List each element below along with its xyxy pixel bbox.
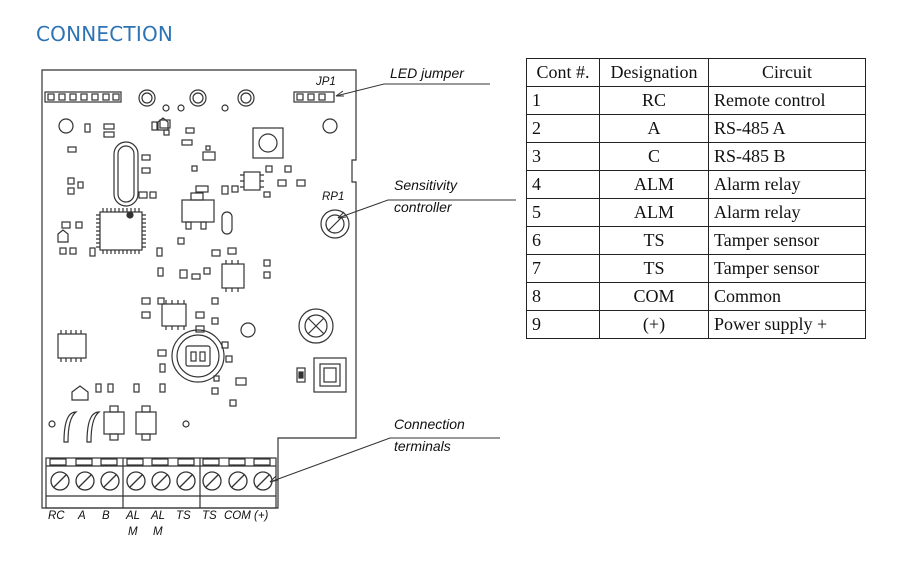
cell-circuit: Alarm relay: [708, 198, 866, 227]
cell-number: 2: [526, 114, 600, 143]
terminal-label: COM: [224, 510, 251, 522]
terminal-label: TS: [176, 510, 191, 522]
callout-led-jumper: LED jumper: [390, 65, 464, 81]
mcu-chip: [96, 208, 146, 254]
cell-designation: C: [599, 142, 709, 171]
terminal-sub-label: M: [153, 526, 163, 538]
cell-circuit: Power supply +: [708, 310, 866, 339]
ic-small: [240, 171, 264, 191]
terminal-label: AL: [125, 510, 140, 522]
cell-designation: ALM: [599, 170, 709, 199]
ic-left: [57, 330, 87, 362]
callout-connection-line2: terminals: [394, 438, 451, 454]
cell-designation: A: [599, 114, 709, 143]
callout-sensitivity-line1: Sensitivity: [394, 177, 458, 193]
square-button: [252, 127, 284, 159]
leader-led-jumper: [335, 83, 490, 97]
regulator: [181, 199, 215, 223]
leds: [138, 89, 255, 112]
transistor: [157, 117, 169, 131]
mount-hole: [240, 322, 256, 338]
cell-number: 4: [526, 170, 600, 199]
cell-designation: COM: [599, 282, 709, 311]
crystal: [113, 141, 139, 207]
cell-circuit: Tamper sensor: [708, 226, 866, 255]
reed-components: [63, 405, 157, 443]
table-row: 9(+)Power supply +: [526, 310, 866, 339]
pin-header-left: [44, 91, 122, 103]
rp1-potentiometer: [320, 209, 350, 239]
cell-number: 5: [526, 198, 600, 227]
jp1-jumper: [293, 91, 335, 103]
callout-connection-line1: Connection: [394, 416, 465, 432]
table-header-row: Cont #. Designation Circuit: [526, 58, 866, 87]
transistor: [71, 385, 89, 401]
cell-designation: TS: [599, 226, 709, 255]
buzzer: [171, 329, 225, 383]
mount-hole: [182, 420, 190, 428]
jp1-label: JP1: [315, 76, 336, 88]
cell-number: 8: [526, 282, 600, 311]
terminal-label: A: [77, 510, 86, 522]
terminal-label: B: [102, 510, 110, 522]
cell-designation: RC: [599, 86, 709, 115]
terminal-label: TS: [202, 510, 217, 522]
cell-number: 9: [526, 310, 600, 339]
page-title: CONNECTION: [36, 22, 174, 46]
cell-circuit: Remote control: [708, 86, 866, 115]
callout-sensitivity-line2: controller: [394, 199, 452, 215]
transistor: [57, 229, 69, 243]
terminal-label: (+): [254, 510, 269, 522]
mount-hole: [58, 118, 74, 134]
terminal-block: [45, 457, 277, 509]
cell-circuit: Alarm relay: [708, 170, 866, 199]
cell-number: 6: [526, 226, 600, 255]
ic-lower: [161, 300, 187, 330]
cell-circuit: RS-485 A: [708, 114, 866, 143]
cell-designation: TS: [599, 254, 709, 283]
ic-mid: [221, 260, 245, 292]
tamper-switch: [296, 357, 347, 393]
cell-circuit: Tamper sensor: [708, 254, 866, 283]
column-header: Cont #.: [526, 58, 600, 87]
column-header: Designation: [599, 58, 709, 87]
leader-sensitivity: [337, 199, 516, 219]
cell-circuit: RS-485 B: [708, 142, 866, 171]
terminal-label: AL: [150, 510, 165, 522]
cell-circuit: Common: [708, 282, 866, 311]
rp1-label: RP1: [322, 191, 344, 203]
cell-number: 3: [526, 142, 600, 171]
cell-number: 1: [526, 86, 600, 115]
column-header: Circuit: [708, 58, 866, 87]
mount-hole: [322, 118, 338, 134]
leader-connection: [269, 437, 500, 483]
smd-components: [59, 119, 306, 407]
x-element: [298, 308, 334, 344]
terminal-screws: [50, 471, 273, 491]
cell-designation: ALM: [599, 198, 709, 227]
cell-number: 7: [526, 254, 600, 283]
mount-hole: [48, 420, 56, 428]
cell-designation: (+): [599, 310, 709, 339]
terminal-sub-label: M: [128, 526, 138, 538]
terminal-label: RC: [48, 510, 65, 522]
